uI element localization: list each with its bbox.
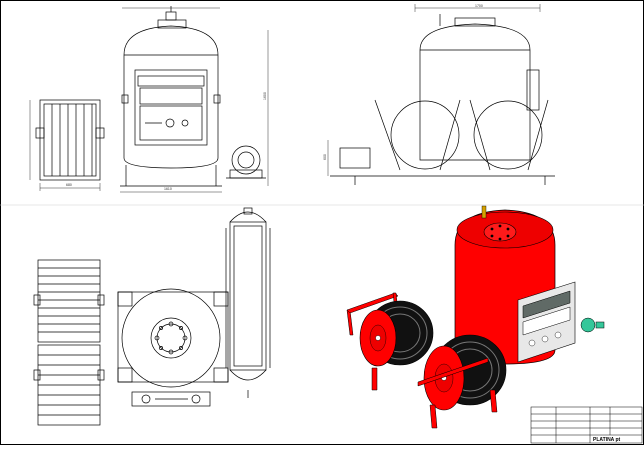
reel-side-view bbox=[225, 207, 271, 398]
left-width-dimension: 680 bbox=[66, 183, 72, 187]
left-side-view bbox=[29, 99, 105, 191]
small-cylinder-side bbox=[226, 145, 266, 179]
title-block bbox=[530, 406, 643, 444]
hose-reel-top-view bbox=[33, 259, 105, 426]
front-width-dimension: 1610 bbox=[164, 187, 172, 191]
top-width-dimension: 1700 bbox=[475, 4, 483, 8]
front-view bbox=[120, 6, 269, 193]
right-side-view bbox=[327, 4, 555, 185]
isometric-render bbox=[346, 205, 605, 429]
title-block-part-name: PLATINA pt bbox=[593, 437, 621, 443]
side-height-dimension: 600 bbox=[323, 154, 327, 160]
front-height-dimension: 1600 bbox=[263, 92, 267, 100]
tank-top-view bbox=[117, 288, 229, 407]
